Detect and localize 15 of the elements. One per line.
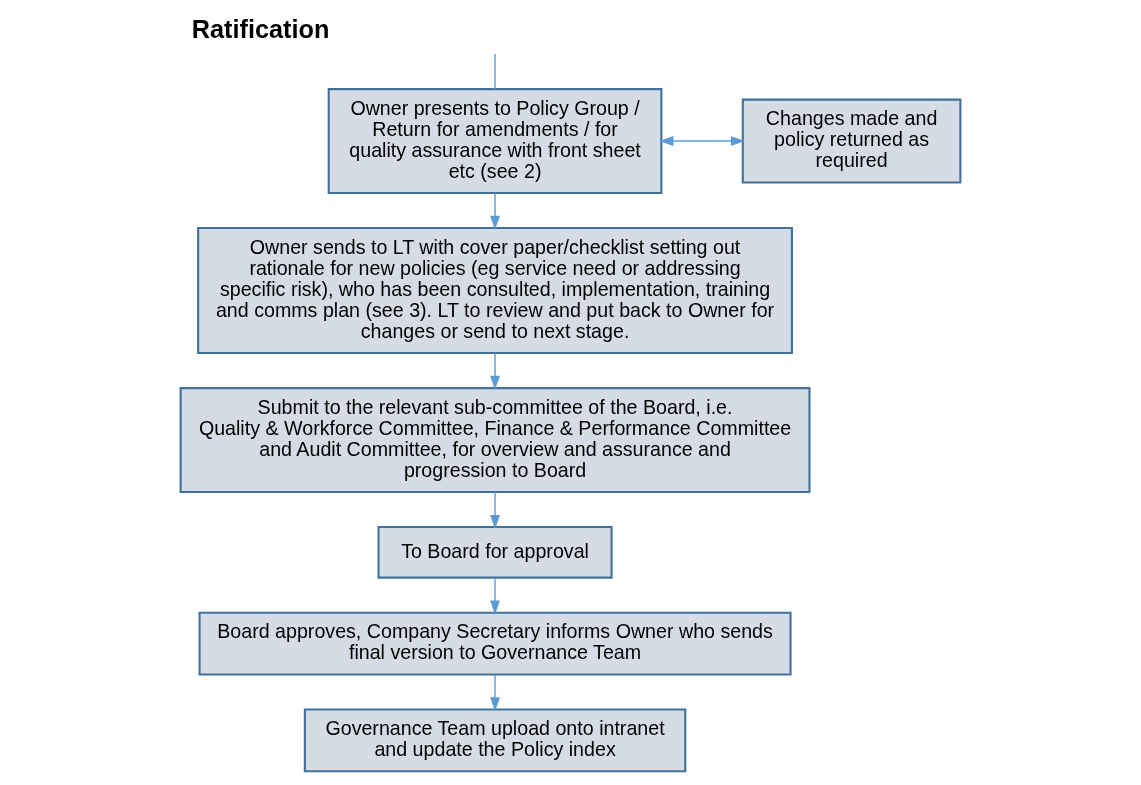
node-box: Governance Team upload onto intranet and update the Policy index [303,708,687,773]
arrow [490,674,500,712]
arrow [490,491,500,530]
connector [494,53,496,90]
node-box: Board approves, Company Secretary informs Owner who sends final version to Governance Team [198,611,792,676]
diagram-title: Ratification [191,15,330,44]
node-box: To Board for approval [377,526,613,579]
node-box: Owner sends to LT with cover paper/checklist setting out rationale for new policies (eg service need or addressing specific risk), who has been consulted, implementation, training and comms plan (see 3). LT to review and put back to Owner for changes or send to next stage. [197,227,793,355]
node-box: Submit to the relevant sub-committee of the Board, i.e. Quality & Workforce Committee, Finance & Performance Committee and Audit Committee, for overview and assurance and progression to Board [179,387,811,494]
node-box: Owner presents to Policy Group / Return for amendments / for quality assurance with front sheet etc (see 2) [327,88,663,195]
node-box: Changes made and policy returned as required [741,98,962,184]
arrow [490,577,500,615]
arrow [659,136,745,146]
arrow [490,192,500,230]
arrow [490,352,500,390]
